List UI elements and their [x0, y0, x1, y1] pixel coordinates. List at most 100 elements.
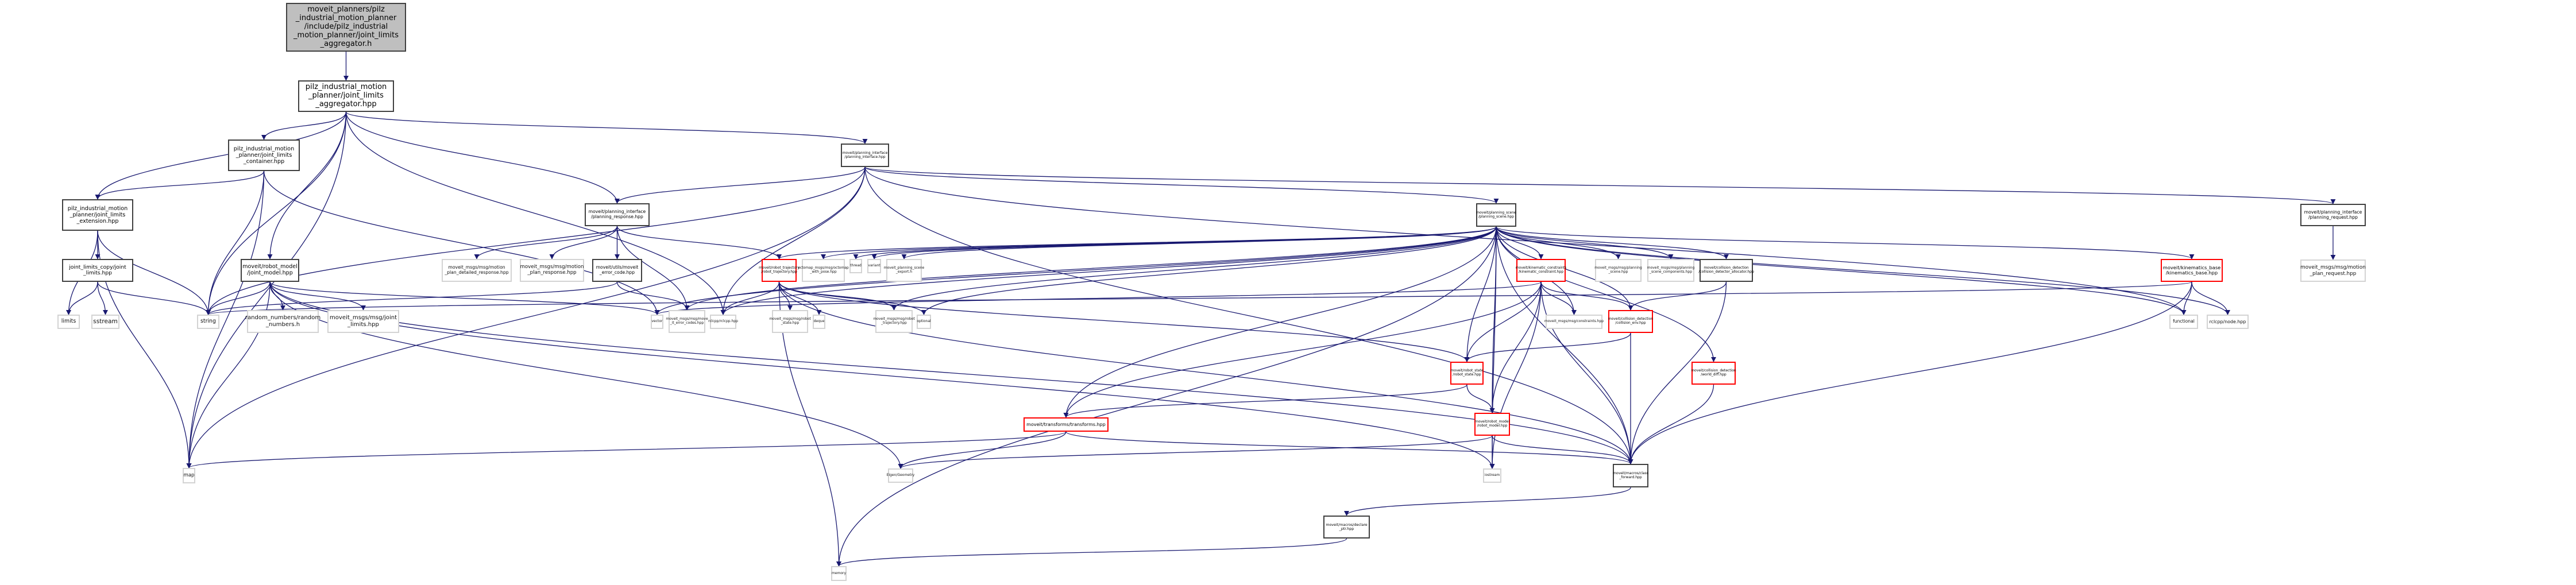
node-robot-trajectory[interactable]: moveit/robot_trajectory /robot_trajector… [759, 259, 800, 282]
edge-jl_agg-to-jl_ext [95, 111, 347, 200]
node-collision-env[interactable]: moveit/collision_detection /collision_en… [1608, 310, 1653, 333]
edge-jl_agg-to-joint_model [267, 111, 347, 259]
edge-planning_scene-to-robot_trajectory [777, 226, 1497, 259]
node-planning-response[interactable]: moveit/planning_interface /planning_resp… [585, 203, 650, 226]
node-label: moveit_msgs/msg/robot _state.hpp [769, 317, 811, 325]
edge-kin_constraint-to-robot_model [1489, 281, 1542, 413]
edge-planning_scene-to-thread [853, 226, 1497, 259]
node-label: moveit_planning_scene _export.h [883, 266, 925, 274]
node-joint-model[interactable]: moveit/robot_model /joint_model.hpp [241, 259, 299, 282]
node-label: pilz_industrial_motion _planner/joint_li… [305, 83, 387, 109]
edge-planning_scene-to-msg_ps [1496, 226, 1621, 259]
node-label: optional [917, 319, 931, 324]
node-label: pilz_industrial_motion _planner/joint_li… [67, 206, 128, 224]
node-label: moveit/transforms/transforms.hpp [1026, 421, 1106, 427]
node-label: moveit/utils/moveit _error_code.hpp [596, 265, 639, 275]
node-joint-limits-aggregator-hpp[interactable]: pilz_industrial_motion _planner/joint_li… [298, 80, 394, 112]
edge-robot_trajectory-to-msg_robot_traj [778, 281, 897, 311]
node-msg-planning-scene-components: moveit_msgs/msg/planning _scene_componen… [1647, 259, 1694, 282]
edge-kin_base-to-functional [2181, 281, 2192, 315]
node-random-numbers: random_numbers/random _numbers.h [245, 310, 321, 333]
node-label: functional [2173, 319, 2195, 324]
node-joint-limits-container[interactable]: pilz_industrial_motion _planner/joint_li… [228, 140, 300, 171]
node-joint-limits-copy[interactable]: joint_limits_copy/joint _limits.hpp [62, 259, 133, 282]
node-declare-ptr[interactable]: moveit/macros/declare _ptr.hpp [1323, 516, 1370, 538]
node-planning-request[interactable]: moveit/planning_interface /planning_requ… [2300, 204, 2366, 226]
edge-jl_copy-to-sstream [97, 281, 109, 315]
node-label: Eigen/Geometry [886, 473, 915, 478]
node-label: moveit/planning_interface /planning_resp… [588, 209, 646, 219]
node-class-forward[interactable]: moveit/macros/class _forward.hpp [1613, 464, 1648, 487]
node-eigen-geometry: Eigen/Geometry [886, 468, 915, 483]
edge-planning_scene-to-msg_ps_comp [1496, 226, 1674, 259]
edge-planning_scene-to-robot_state [1464, 226, 1497, 362]
node-collision-detector-allocator[interactable]: moveit/collision_detection /collision_de… [1698, 259, 1754, 282]
edge-joint_model-to-msg_joint_limits [269, 281, 366, 311]
node-label: deque [813, 319, 825, 324]
node-label: moveit/macros/class _forward.hpp [1613, 471, 1648, 479]
node-label: moveit/robot_trajectory /robot_trajector… [759, 266, 800, 274]
node-label: variant [868, 264, 880, 268]
edge-planning_interface-to-planning_response [615, 166, 866, 204]
node-label: moveit_msgs/msg/planning _scene_componen… [1647, 266, 1695, 274]
edge-moveit_error_code-to-msg_error_codes [616, 281, 690, 311]
node-label: moveit_msgs/msg/planning _scene.hpp [1594, 266, 1642, 274]
node-label: moveit/macros/declare _ptr.hpp [1326, 522, 1368, 531]
node-label: moveit_msgs/msg/motion _plan_response.hp… [520, 264, 584, 276]
node-msg-planning-scene: moveit_msgs/msg/planning _scene.hpp [1594, 259, 1642, 282]
node-memory: memory [831, 566, 847, 581]
node-variant: variant [867, 259, 881, 273]
node-msg-robot-trajectory: moveit_msgs/msg/robot _trajectory.hpp [873, 310, 915, 333]
node-label: moveit_planners/pilz _industrial_motion_… [293, 5, 399, 48]
node-msg-motion-plan-response: moveit_msgs/msg/motion _plan_response.hp… [520, 259, 584, 282]
node-label: random_numbers/random _numbers.h [245, 315, 321, 328]
edge-declare_ptr-to-memory [836, 538, 1347, 567]
edge-planning_interface-to-rclcpp [720, 166, 866, 315]
node-transforms[interactable]: moveit/transforms/transforms.hpp [1024, 417, 1109, 432]
node-label: limits [61, 318, 76, 325]
edge-cd_allocator-to-collision_env [1628, 281, 1727, 311]
node-rclcpp: rclcpp/rclcpp.hpp [708, 315, 738, 329]
edge-jl_copy-to-string [97, 281, 211, 315]
node-robot-state[interactable]: moveit/robot_state /robot_state.hpp [1450, 362, 1484, 385]
node-deque: deque [813, 315, 825, 329]
edge-kin_constraint-to-iostream [1489, 281, 1542, 469]
node-kinematics-base[interactable]: moveit/kinematics_base /kinematics_base.… [2161, 259, 2223, 282]
node-planning-scene[interactable]: moveit/planning_scene /planning_scene.hp… [1476, 203, 1516, 227]
node-joint-limits-aggregator-h[interactable]: moveit_planners/pilz _industrial_motion_… [286, 3, 406, 52]
node-planning-interface[interactable]: moveit/planning_interface /planning_inte… [841, 144, 889, 167]
node-label: rclcpp/rclcpp.hpp [708, 319, 738, 324]
node-moveit-error-code[interactable]: moveit/utils/moveit _error_code.hpp [592, 259, 642, 282]
node-limits: limits [57, 315, 80, 329]
edge-kin_constraint-to-msg_constraints [1540, 281, 1577, 315]
node-msg-joint-limits: moveit_msgs/msg/joint _limits.hpp [327, 310, 399, 333]
edge-planning_response-to-msg_mp_response [549, 226, 618, 259]
edge-robot_trajectory-to-class_forward [778, 281, 1633, 464]
node-planning-scene-export: moveit_planning_scene _export.h [883, 259, 925, 282]
node-msg-moveit-error-codes: moveit_msgs/msg/move _it_error_codes.hpp [666, 310, 708, 333]
node-label: iostream [1484, 473, 1500, 478]
node-robot-model[interactable]: moveit/robot_model /robot_model.hpp [1474, 413, 1510, 436]
edge-planning_scene-to-octomap [821, 226, 1497, 259]
node-label: moveit/planning_interface /planning_requ… [2304, 209, 2362, 220]
node-label: rclcpp/node.hpp [2209, 319, 2246, 324]
node-label: moveit/robot_model /robot_model.hpp [1474, 420, 1510, 428]
edge-robot_state-to-transforms [1063, 384, 1467, 418]
node-world-diff[interactable]: moveit/collision_detection /world_diff.h… [1691, 362, 1736, 385]
node-label: sstream [93, 318, 118, 326]
edge-planning_interface-to-functional [864, 166, 2187, 315]
edge-robot_state-to-robot_model [1466, 384, 1495, 413]
edge-planning_scene-to-optional [921, 226, 1497, 315]
edge-planning_scene-to-cd_allocator [1496, 226, 1729, 259]
edge-kin_base-to-rclcpp_node [2191, 281, 2231, 315]
node-label: moveit_msgs/msg/joint _limits.hpp [329, 315, 397, 328]
edge-kin_constraint-to-transforms [1063, 281, 1542, 418]
edge-kin_constraint-to-class_forward [1540, 281, 1633, 464]
edge-robot_model-to-class_forward [1492, 435, 1633, 464]
edge-planning_scene-to-variant [871, 226, 1497, 259]
edge-jl_agg-to-planning_response [345, 111, 620, 204]
node-kinematic-constraint[interactable]: moveit/kinematic_constraints /kinematic_… [1516, 259, 1566, 282]
node-joint-limits-extension[interactable]: pilz_industrial_motion _planner/joint_li… [62, 199, 133, 231]
node-label: moveit/robot_model /joint_model.hpp [242, 264, 298, 276]
